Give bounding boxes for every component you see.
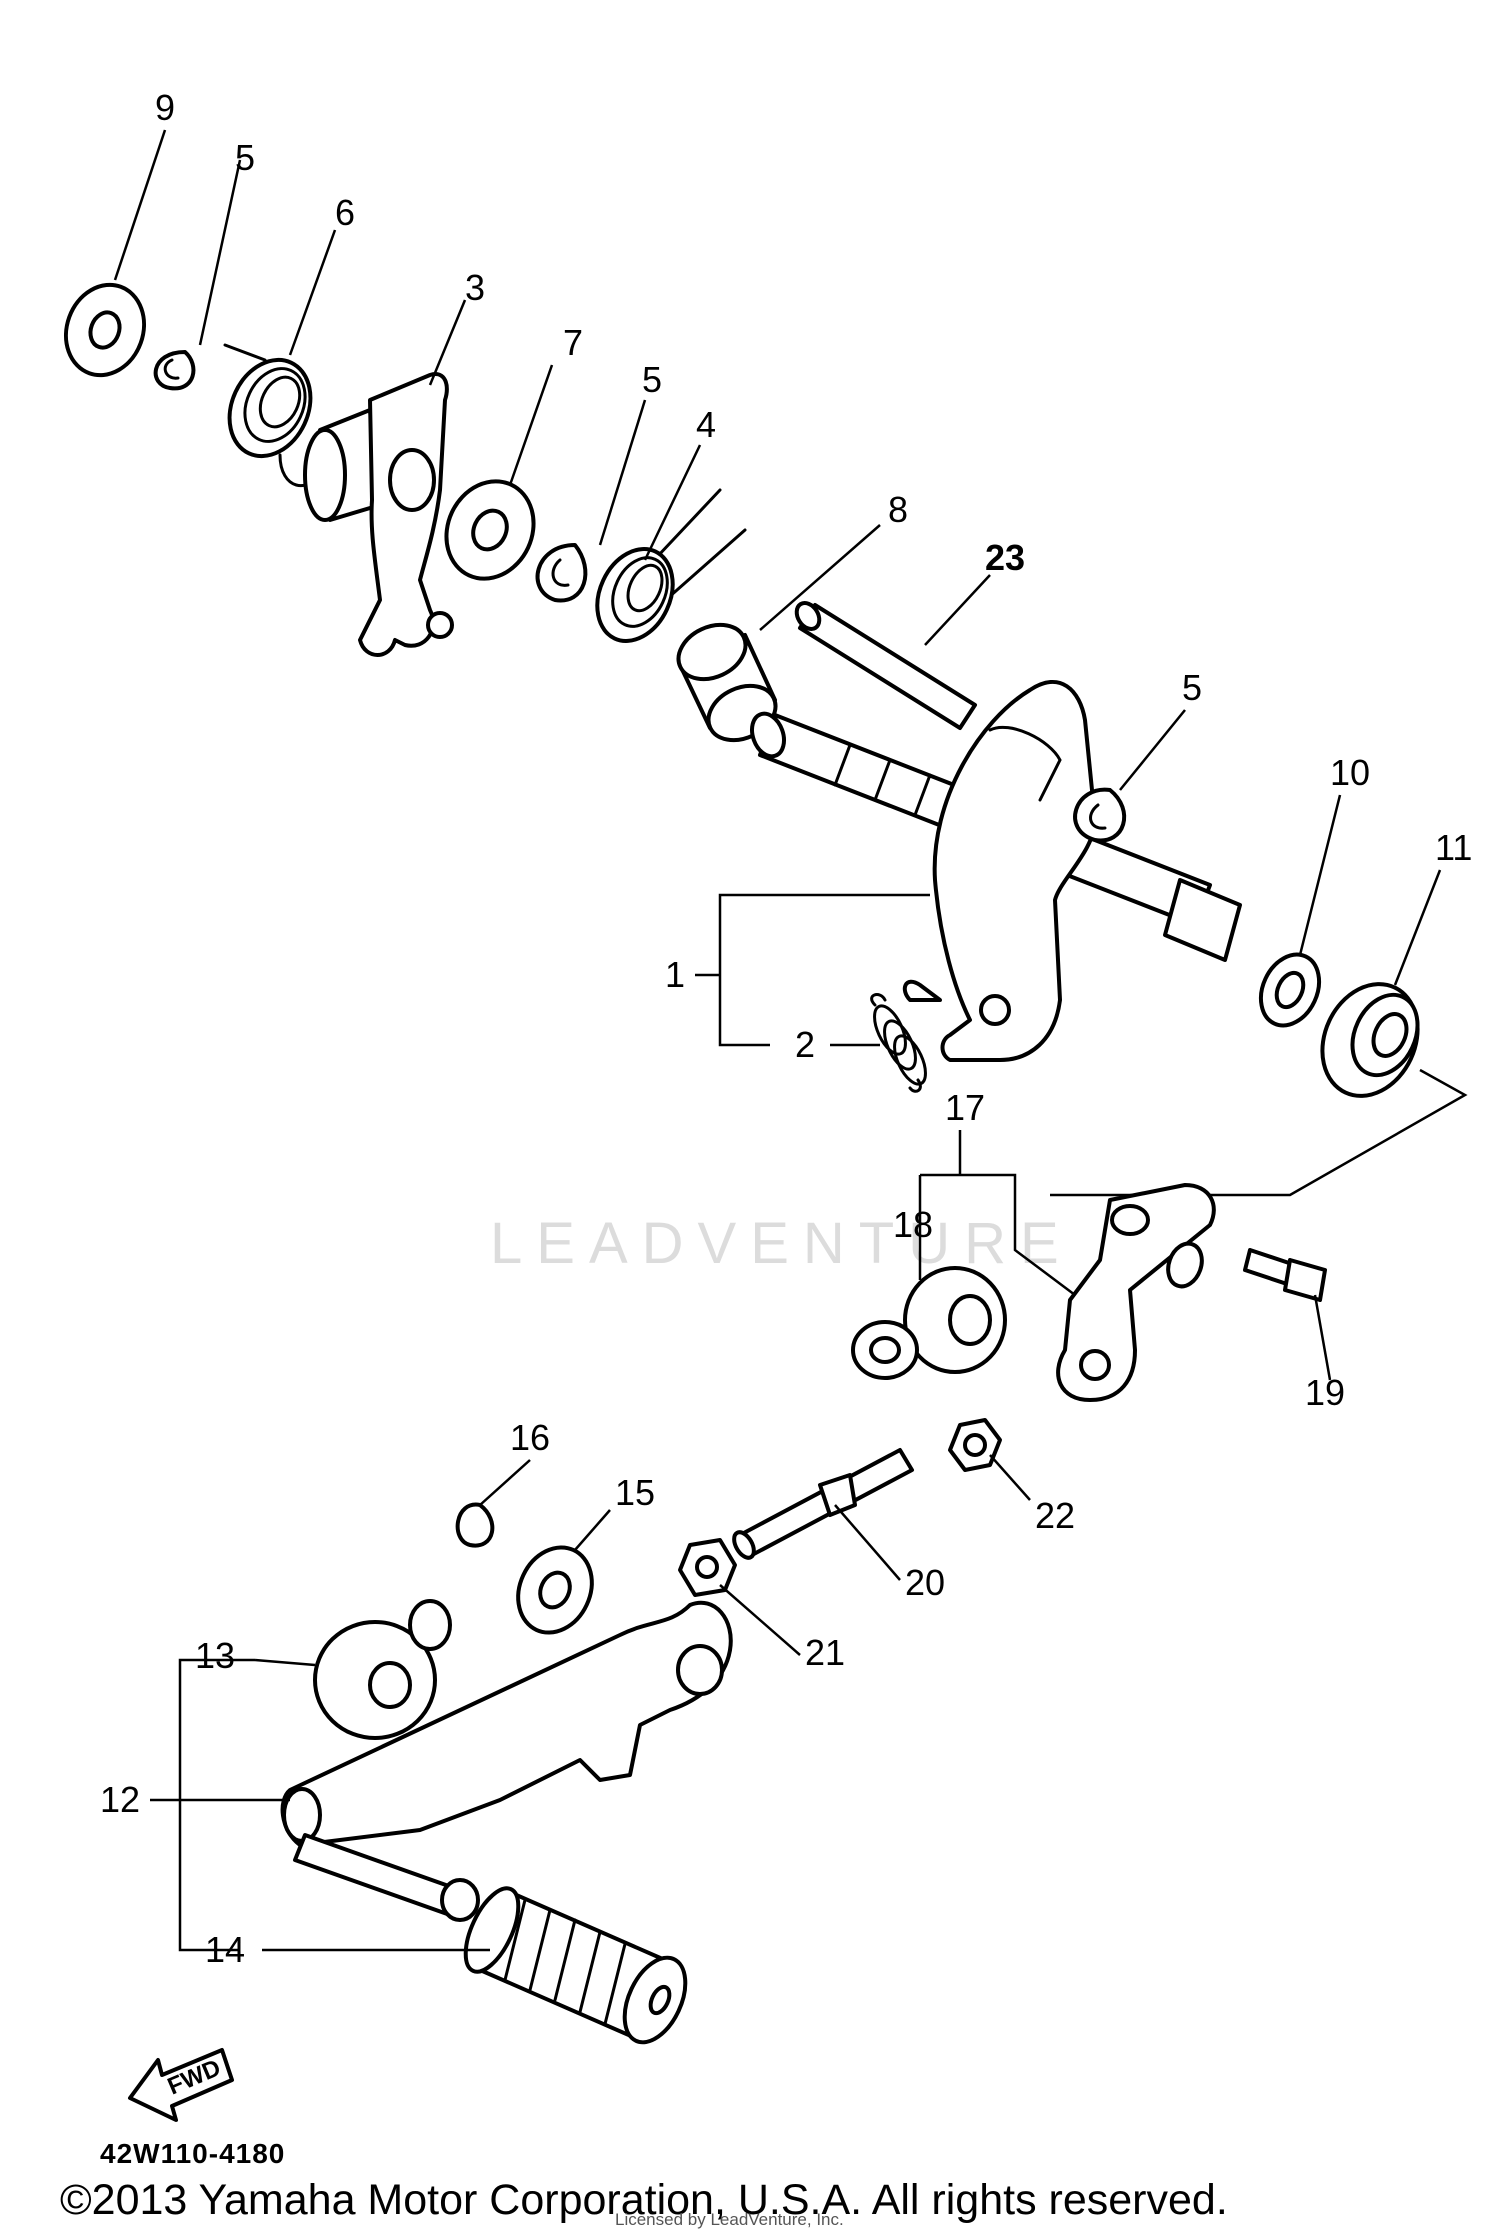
callout-15: 15: [615, 1472, 655, 1513]
part-5-circlip-a: [153, 350, 196, 391]
part-13-joint: [313, 1599, 452, 1740]
part-23-pin: [794, 600, 977, 730]
leader-lines: [113, 129, 1442, 1952]
part-2-spring: [870, 993, 927, 1093]
part-21-nut: [678, 1538, 737, 1597]
part-1-shift-shaft: [750, 679, 1242, 1062]
callout-9: 9: [155, 87, 175, 128]
callout-19: 19: [1305, 1372, 1345, 1413]
callout-23: 23: [985, 537, 1025, 578]
fwd-arrow-icon: FWD: [128, 2048, 234, 2122]
callout-21: 21: [805, 1632, 845, 1673]
callout-7: 7: [563, 322, 583, 363]
watermark: LEADVENTURE: [490, 1211, 1073, 1276]
callout-18: 18: [893, 1204, 933, 1245]
part-7-washer: [444, 479, 536, 581]
callout-8: 8: [888, 489, 908, 530]
part-3-arm: [303, 372, 454, 657]
callout-5: 5: [235, 137, 255, 178]
callout-11: 11: [1435, 827, 1472, 868]
part-20-rod: [732, 1448, 914, 1560]
callout-16: 16: [510, 1417, 550, 1458]
license-notice: Licensed by LeadVenture, Inc.: [615, 2210, 844, 2229]
callout-6: 6: [335, 192, 355, 233]
part-9-washer: [63, 282, 147, 378]
part-16-circlip: [455, 1502, 495, 1548]
part-19-bolt: [1243, 1248, 1327, 1302]
callout-5: 5: [642, 359, 662, 400]
callout-labels: 9 5 6 3 7 5 4 8 23 5 10 11 1 2 17 18 19 …: [100, 87, 1472, 1970]
part-10-washer: [1258, 952, 1322, 1028]
callout-13: 13: [195, 1635, 235, 1676]
callout-1: 1: [665, 954, 685, 995]
copyright-notice: ©2013 Yamaha Motor Corporation, U.S.A. A…: [60, 2176, 1228, 2224]
callout-5: 5: [1182, 667, 1202, 708]
callout-12: 12: [100, 1779, 140, 1820]
callout-20: 20: [905, 1562, 945, 1603]
diagram-code: 42W110-4180: [100, 2138, 286, 2169]
part-5-circlip-c: [1073, 787, 1127, 843]
callout-17: 17: [945, 1087, 985, 1128]
assembly-guide-line: [1050, 1068, 1468, 1197]
part-18-joint: [851, 1266, 1007, 1380]
callout-4: 4: [696, 404, 716, 445]
callout-10: 10: [1330, 752, 1370, 793]
part-22-nut: [948, 1418, 1002, 1472]
part-11-oil-seal: [1320, 982, 1420, 1098]
part-5-circlip-b: [535, 543, 588, 603]
part-12-shift-pedal: [280, 1600, 733, 1922]
part-4-spring: [595, 488, 747, 643]
part-14-rubber: [463, 1886, 688, 2045]
callout-2: 2: [795, 1024, 815, 1065]
part-15-washer: [516, 1545, 594, 1635]
callout-3: 3: [465, 267, 485, 308]
callout-14: 14: [205, 1929, 245, 1970]
part-6-spring: [223, 343, 322, 488]
callout-22: 22: [1035, 1495, 1075, 1536]
part-17-shift-arm: [1056, 1183, 1216, 1402]
